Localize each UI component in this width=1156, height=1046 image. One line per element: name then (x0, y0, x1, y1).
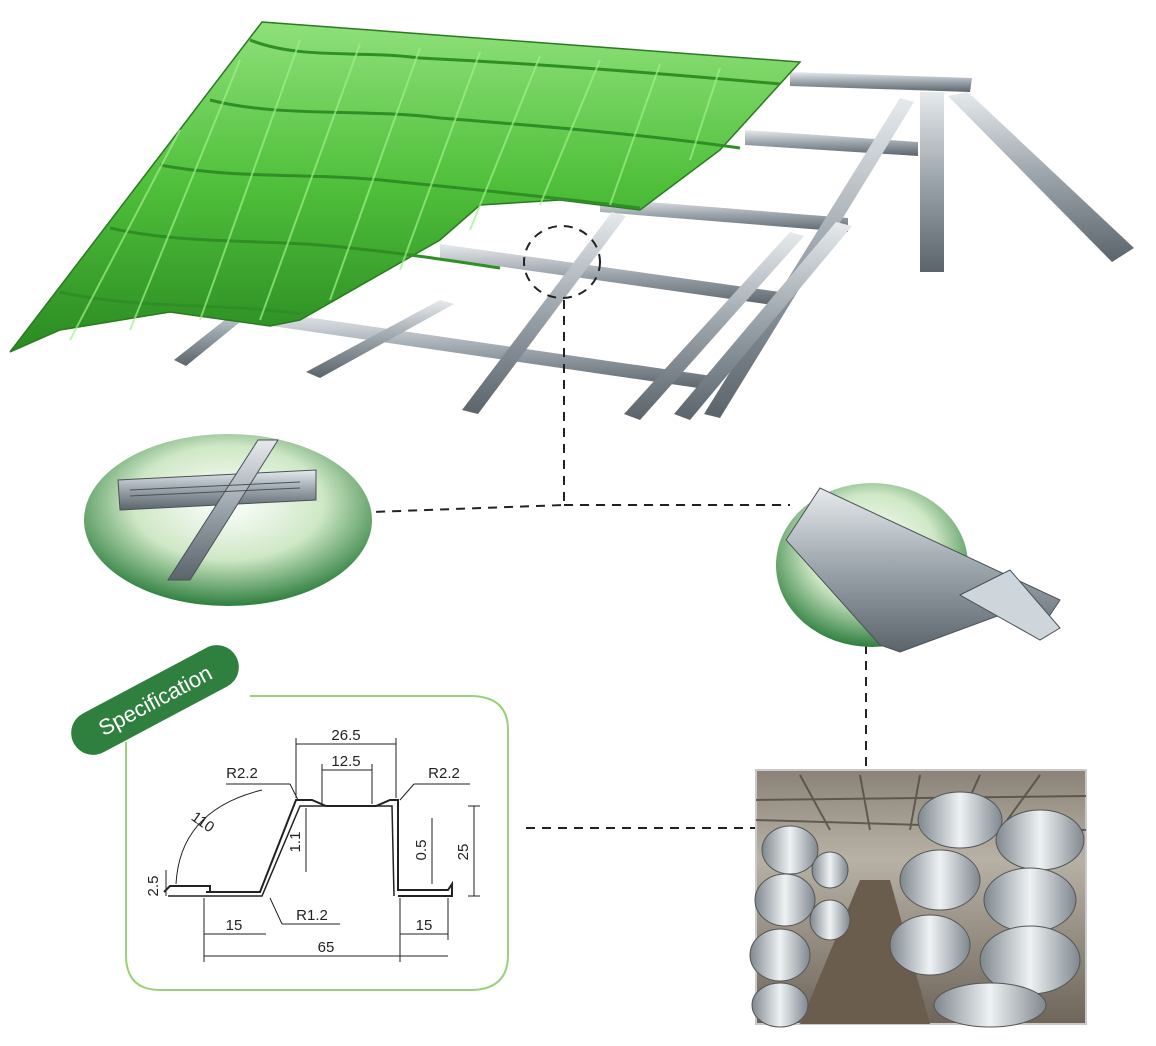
specification-panel: Specification (71, 645, 509, 991)
steel-coil-warehouse (749, 769, 1087, 1028)
ridge-post (920, 92, 944, 272)
rafter-3 (624, 232, 804, 420)
callout-lines (371, 225, 867, 829)
coil (751, 982, 809, 1028)
dim-height: 25 (455, 844, 472, 861)
coil (889, 914, 971, 976)
dim-overall-width: 65 (318, 939, 335, 956)
joint-highlight-circle (523, 225, 601, 299)
tile-row-4 (109, 226, 501, 270)
dim-flange-right: 15 (416, 917, 433, 934)
coil (995, 809, 1085, 871)
profile-detail (776, 483, 1061, 653)
rafter-2 (674, 222, 852, 420)
coil (761, 825, 819, 875)
spec-frame (125, 695, 509, 991)
dim-radius-left: R2.2 (226, 765, 258, 782)
profile-detail-channel (958, 569, 1061, 641)
joint-detail (84, 434, 372, 606)
dim-radius-right: R2.2 (428, 765, 460, 782)
dim-lip: 2.5 (145, 876, 162, 897)
coil (983, 867, 1077, 933)
tile-row-3 (159, 163, 641, 210)
dim-inner-top: 12.5 (331, 753, 360, 770)
warehouse-floor (800, 880, 930, 1024)
rafter-4 (462, 212, 626, 414)
coil (899, 849, 981, 911)
joint-detail-rafter (167, 439, 279, 581)
right-rafter (948, 92, 1134, 262)
coil (933, 982, 1047, 1028)
batten-2 (600, 198, 848, 232)
coil (811, 851, 849, 889)
batten-3 (440, 244, 780, 306)
dim-radius-bottom: R1.2 (296, 907, 328, 924)
coil (809, 899, 851, 941)
coil (917, 791, 1003, 849)
tile-row-5 (59, 290, 301, 316)
callout-line-left (371, 300, 565, 513)
coil (749, 928, 811, 982)
dim-top-width: 26.5 (331, 727, 360, 744)
roof-tiles (9, 21, 802, 353)
tile-row-2 (209, 98, 741, 150)
dim-flange-left: 15 (226, 917, 243, 934)
roof-sheet (9, 21, 802, 353)
coil (754, 873, 816, 927)
dim-thickness: 1.1 (287, 832, 304, 853)
ridge-beam (790, 72, 972, 92)
tile-row-1 (249, 38, 781, 86)
rafter-5 (306, 300, 454, 378)
dim-gap: 0.5 (413, 840, 430, 861)
